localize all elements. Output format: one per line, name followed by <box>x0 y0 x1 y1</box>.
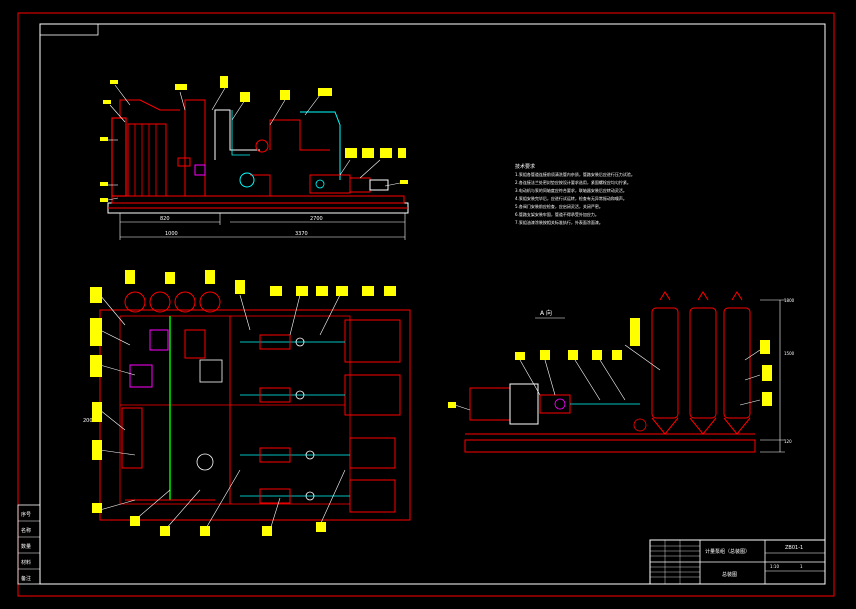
title-block-drawing-no: ZB01-1 <box>785 545 803 551</box>
title-block-sub: 总装图 <box>722 571 737 578</box>
left-strip-cell-1: 序号 <box>21 511 31 518</box>
left-strip-cell-2: 名称 <box>21 527 31 534</box>
left-strip-cell-5: 备注 <box>21 575 31 582</box>
note-line-7: 7.泵组油漆涂装按相关标准执行，外表面涂面漆。 <box>515 219 603 225</box>
side-dim-base: 120 <box>784 439 792 444</box>
technical-notes: 技术要求 1.泵组各管道连接前须清洗管内杂质，管路安装后应进行压力试验。 2.各… <box>515 163 635 225</box>
title-block-sheet: 1 <box>800 564 803 569</box>
note-line-5: 5.各阀门安装前应检查，应启闭灵活，关闭严密。 <box>515 203 603 209</box>
left-strip-cell-4: 材料 <box>21 559 31 566</box>
note-line-1: 1.泵组各管道连接前须清洗管内杂质，管路安装后应进行压力试验。 <box>515 171 635 177</box>
dim-top-1: 820 <box>160 216 170 222</box>
left-strip: 序号 名称 数量 材料 备注 <box>17 504 41 585</box>
inner-frame <box>39 23 826 585</box>
side-view-a: A 向 1800 1500 120 <box>448 291 795 453</box>
title-block-name: 计量泵组（总装图） <box>705 548 750 555</box>
plan-view: 2000 <box>83 270 411 536</box>
dim-top-2: 1000 <box>165 231 178 237</box>
title-block: ZB01-1 计量泵组（总装图） 总装图 1:10 1 <box>649 539 826 585</box>
note-line-4: 4.泵组安装完毕后，应进行试运转，检查有无异常振动和噪声。 <box>515 195 627 201</box>
outer-frame <box>17 12 835 597</box>
note-line-6: 6.管路支架安装牢固，管道不得承受外加应力。 <box>515 211 599 217</box>
left-strip-cell-3: 数量 <box>21 543 31 550</box>
note-line-2: 2.各连接法兰处密封垫应按设计要求选用，紧固螺栓应均匀拧紧。 <box>515 179 631 185</box>
dim-top-overall: 3370 <box>295 231 308 237</box>
side-dim-height: 1800 <box>784 298 795 303</box>
notes-heading: 技术要求 <box>515 163 535 170</box>
note-line-3: 3.电动机与泵的同轴度应符合要求，联轴器安装后应转动灵活。 <box>515 187 627 193</box>
title-block-scale: 1:10 <box>770 564 779 569</box>
front-elevation-view: 820 2700 1000 3370 <box>100 76 409 240</box>
corner-tag <box>39 23 99 36</box>
dim-top-3: 2700 <box>310 216 323 222</box>
plan-dim-height: 2000 <box>83 418 96 424</box>
side-dim-mid: 1500 <box>784 351 795 356</box>
view-a-label: A 向 <box>540 309 552 317</box>
